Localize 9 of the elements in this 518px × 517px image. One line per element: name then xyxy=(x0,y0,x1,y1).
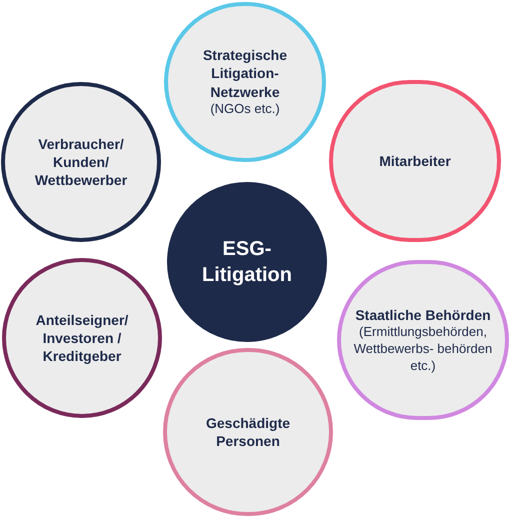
stakeholder-label: Anteilseigner/ Investoren / Kreditgeber xyxy=(34,310,130,366)
stakeholder-label: Staatliche Behörden xyxy=(355,306,491,324)
stakeholder-label: Strategische Litigation- Netzwerke xyxy=(202,46,288,101)
stakeholder-label: Mitarbeiter xyxy=(379,152,451,170)
stakeholder-note: (NGOs etc.) xyxy=(210,100,280,118)
stakeholder-label: Geschädigte Personen xyxy=(204,414,292,450)
stakeholder-note: (Ermittlungsbehörden, Wettbewerbs- behörden etc.) xyxy=(352,324,494,374)
stakeholder-label: Verbraucher/ Kunden/ Wettbewerber xyxy=(34,134,128,190)
center-title: ESG- Litigation xyxy=(202,237,292,288)
